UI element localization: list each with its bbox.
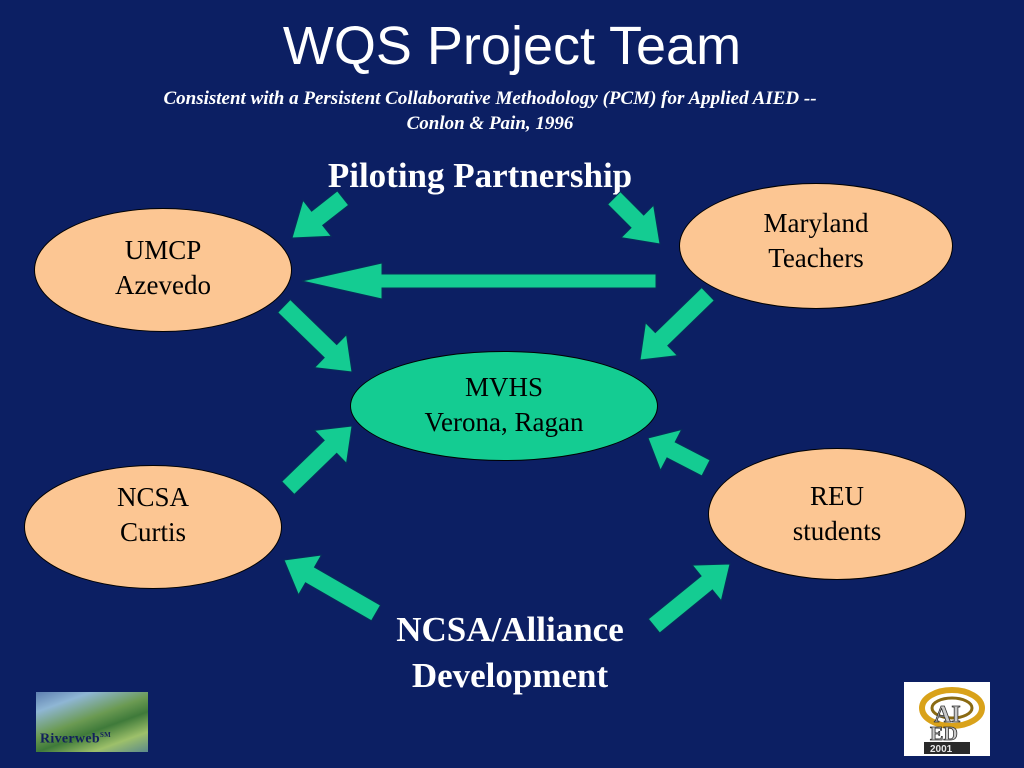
aied-ring bbox=[919, 687, 985, 729]
node-maryland-line-2: Teachers bbox=[768, 243, 864, 273]
node-reu-line-1: REU bbox=[810, 481, 864, 511]
riverweb-logo: RiverwebSM bbox=[36, 692, 148, 752]
node-ncsa-line-1: NCSA bbox=[116, 482, 190, 512]
node-umcp: UMCP Azevedo bbox=[34, 208, 292, 332]
ncsa-dev-line-1: NCSA/Alliance bbox=[396, 610, 624, 649]
arrow-ncsa-to-mvhs bbox=[280, 425, 353, 496]
node-mvhs-line-2: Verona, Ragan bbox=[424, 407, 584, 437]
node-mvhs-line-1: MVHS bbox=[464, 372, 544, 402]
node-ncsa-line-2: Curtis bbox=[119, 517, 186, 547]
piloting-partnership-label: Piloting Partnership bbox=[327, 156, 633, 195]
aied-2001-logo: AI ED 2001 bbox=[904, 682, 990, 756]
node-ncsa: NCSA Curtis bbox=[24, 465, 282, 589]
slide-subtitle: Consistent with a Persistent Collaborati… bbox=[60, 86, 920, 136]
ncsa-dev-line-2: Development bbox=[411, 656, 609, 695]
slide-title: WQS Project Team bbox=[282, 16, 742, 76]
node-umcp-line-2: Azevedo bbox=[115, 270, 211, 300]
arrow-umcp-to-mvhs bbox=[276, 298, 353, 373]
aied-logo-year: 2001 bbox=[930, 744, 953, 755]
arrow-reu-to-mvhs bbox=[647, 428, 711, 477]
riverweb-logo-name: Riverweb bbox=[40, 732, 100, 747]
riverweb-logo-text: RiverwebSM bbox=[40, 731, 111, 748]
arrow-maryland-to-umcp bbox=[301, 262, 657, 300]
aied-inner-ring bbox=[930, 696, 974, 720]
node-reu-line-2: students bbox=[792, 516, 882, 546]
node-maryland-teachers: Maryland Teachers bbox=[679, 183, 953, 309]
node-mvhs: MVHS Verona, Ragan bbox=[350, 351, 658, 461]
ncsa-alliance-development-label: NCSA/Alliance Development bbox=[340, 607, 680, 699]
node-umcp-line-1: UMCP bbox=[124, 235, 202, 265]
node-reu: REU students bbox=[708, 448, 966, 580]
riverweb-logo-mark: SM bbox=[99, 731, 112, 740]
aied-year-band bbox=[924, 742, 970, 754]
subtitle-line-2: Conlon & Pain, 1996 bbox=[406, 113, 574, 134]
arrow-pilot-to-maryland bbox=[606, 190, 661, 245]
subtitle-line-1: Consistent with a Persistent Collaborati… bbox=[163, 88, 817, 109]
arrow-maryland-to-mvhs bbox=[639, 286, 716, 361]
aied-logo-ai: AI bbox=[934, 702, 961, 728]
node-maryland-line-1: Maryland bbox=[763, 208, 869, 238]
aied-logo-graphic: AI ED 2001 bbox=[919, 687, 985, 755]
aied-logo-ed: ED bbox=[930, 723, 958, 745]
